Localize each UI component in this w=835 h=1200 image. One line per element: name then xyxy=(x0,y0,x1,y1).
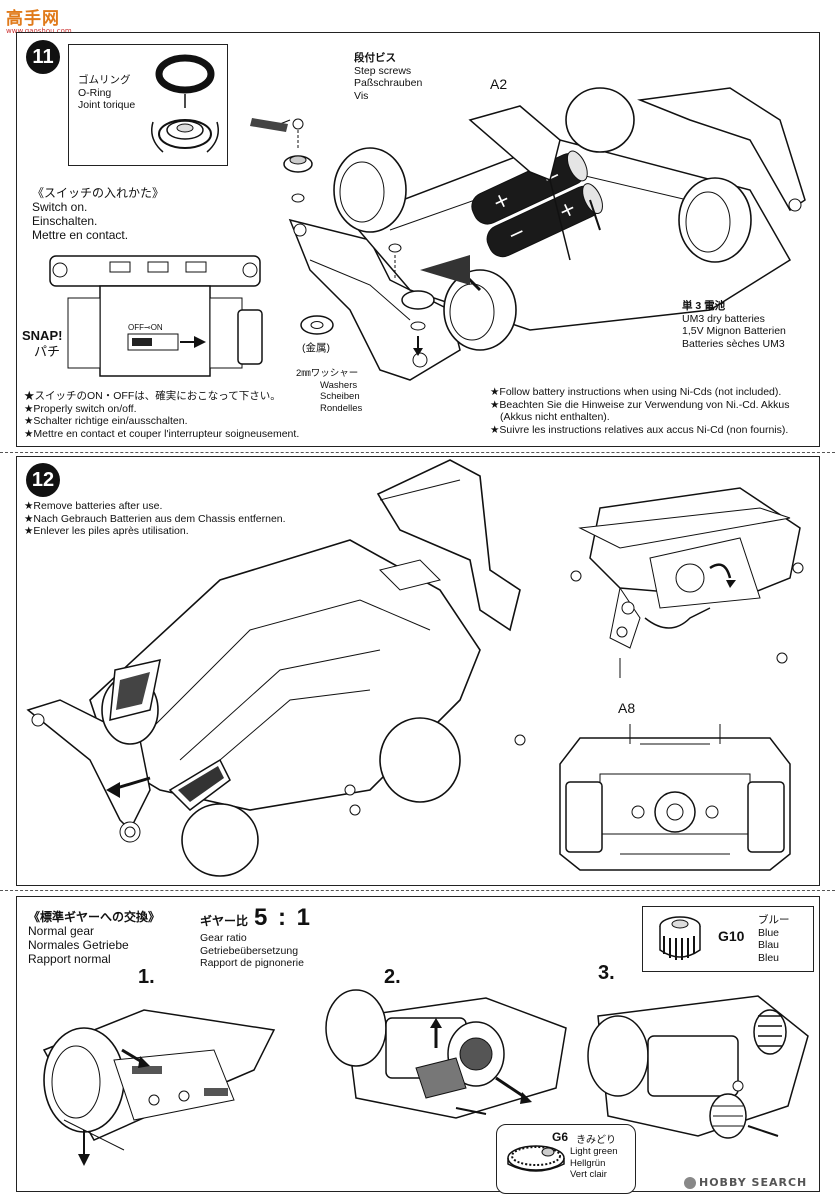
step-12-number: 12 xyxy=(26,463,60,497)
oring-label-jp: ゴムリング xyxy=(78,74,131,86)
gear-step-2-drawing xyxy=(325,989,567,1119)
hobby-search-watermark: HOBBY SEARCH xyxy=(684,1176,807,1189)
washers-en: Washers xyxy=(320,379,358,391)
g10-color-labels: ブルー Blue Blau Bleu xyxy=(758,914,790,964)
metal-label: (金属) xyxy=(302,342,330,354)
part-a8-label: A8 xyxy=(618,700,636,716)
underside-view-drawing xyxy=(559,724,791,871)
step-screws-de: Paßschrauben xyxy=(354,77,423,89)
part-a2-label: A2 xyxy=(490,76,508,92)
separator-1 xyxy=(0,452,835,453)
normal-gear-de: Normales Getriebe xyxy=(28,938,129,952)
g6-code: G6 xyxy=(552,1130,569,1144)
step-screws-jp: 段付ビス xyxy=(354,52,396,64)
site-logo-sub: www.gaoshou.com xyxy=(6,27,72,35)
normal-gear-en: Normal gear xyxy=(28,924,95,938)
g10-jp: ブルー xyxy=(758,914,790,926)
normal-gear-jp: 《標準ギヤーへの交換》 xyxy=(28,910,161,924)
gear-step-1: 1. xyxy=(138,966,155,988)
gear-step-3: 3. xyxy=(598,962,615,984)
g10-de: Blau xyxy=(758,939,780,951)
g10-inset-box xyxy=(642,906,814,972)
nicd-notes: ★Follow battery instructions when using … xyxy=(490,386,790,436)
normal-gear-fr: Rapport normal xyxy=(28,952,111,966)
g6-jp: きみどり xyxy=(576,1135,616,1146)
step-screws-label: 段付ビス Step screws Paßschrauben Vis xyxy=(354,52,422,102)
batteries-de: 1,5V Mignon Batterien xyxy=(682,325,786,337)
oring-label-en: O-Ring xyxy=(78,86,112,99)
g6-gear-icon xyxy=(507,1145,565,1172)
gear-ratio-value: 5 : 1 xyxy=(254,904,313,931)
remove-note-en: ★Remove batteries after use. xyxy=(24,500,163,512)
gear-step-1-drawing xyxy=(42,1009,276,1166)
switch-note-jp: ★スイッチのON・OFFは、確実におこなって下さい。 xyxy=(24,390,281,402)
oring-label: ゴムリング O-Ring Joint torique xyxy=(78,74,135,112)
g10-gear-icon xyxy=(659,916,701,960)
site-logo-text: 高手网 xyxy=(6,9,60,29)
nicd-note-fr: ★Suivre les instructions relatives aux a… xyxy=(490,423,789,436)
snap-label: SNAP! パチ xyxy=(22,328,62,360)
snap-jp: パチ xyxy=(34,344,61,359)
g10-code: G10 xyxy=(718,928,745,944)
remove-battery-notes: ★Remove batteries after use. ★Nach Gebra… xyxy=(24,500,286,538)
switch-off-on-label: OFF⊸ON xyxy=(128,323,163,332)
gear-step-2: 2. xyxy=(384,966,401,988)
rear-chassis-drawing xyxy=(570,487,804,678)
step-screws-en: Step screws xyxy=(354,64,412,77)
gear-ratio-de: Getriebeübersetzung xyxy=(200,944,299,957)
step-11-number: 11 xyxy=(26,40,60,74)
site-logo: 高手网 www.gaoshou.com xyxy=(6,4,76,38)
oring-label-fr: Joint torique xyxy=(78,99,136,111)
remove-note-de: ★Nach Gebrauch Batterien aus dem Chassis… xyxy=(24,512,286,525)
switch-title-jp: 《スイッチの入れかた》 xyxy=(32,186,165,200)
gear-step-3-drawing xyxy=(587,995,809,1139)
gear-ratio-lines: Gear ratio Getriebeübersetzung Rapport d… xyxy=(200,932,304,970)
nicd-note-de: ★Beachten Sie die Hinweise zur Verwendun… xyxy=(490,398,790,411)
normal-gear-title: 《標準ギヤーへの交換》 Normal gear Normales Getrieb… xyxy=(28,910,160,966)
batteries-label: 単 3 電池 UM3 dry batteries 1,5V Mignon Bat… xyxy=(682,300,786,350)
batteries-en: UM3 dry batteries xyxy=(682,312,765,325)
switch-note-en: ★Properly switch on/off. xyxy=(24,402,137,415)
g6-de: Hellgrün xyxy=(570,1157,606,1169)
switch-notes: ★スイッチのON・OFFは、確実におこなって下さい。 ★Properly swi… xyxy=(24,390,299,440)
switch-de: Einschalten. xyxy=(32,214,98,228)
switch-en: Switch on. xyxy=(32,200,88,214)
car-body-drawing xyxy=(26,459,526,877)
snap-en: SNAP! xyxy=(22,328,63,343)
washers-jp: 2㎜ワッシャー xyxy=(296,368,359,379)
gear-ratio-en: Gear ratio xyxy=(200,932,247,944)
switch-chassis-drawing xyxy=(49,255,263,377)
nicd-note-de-2: (Akkus nicht enthalten). xyxy=(500,411,610,423)
switch-fr: Mettre en contact. xyxy=(32,228,129,242)
hobby-search-text: HOBBY SEARCH xyxy=(699,1176,808,1189)
batteries-fr: Batteries sèches UM3 xyxy=(682,337,785,350)
g6-color-labels: Light green Hellgrün Vert clair xyxy=(570,1146,618,1181)
washers-de: Scheiben xyxy=(320,391,360,402)
g10-en: Blue xyxy=(758,926,780,939)
g10-fr: Bleu xyxy=(758,951,780,964)
separator-2 xyxy=(0,890,835,891)
hobby-search-logo-icon xyxy=(684,1176,696,1189)
oring-inset-box xyxy=(68,44,228,166)
gear-ratio-fr: Rapport de pignonerie xyxy=(200,957,304,969)
switch-note-fr: ★Mettre en contact et couper l'interrupt… xyxy=(24,427,300,440)
washers-label: 2㎜ワッシャー Washers Scheiben Rondelles xyxy=(296,368,362,414)
nicd-note-en: ★Follow battery instructions when using … xyxy=(490,386,782,398)
g6-fr: Vert clair xyxy=(570,1169,607,1180)
g6-en: Light green xyxy=(570,1146,618,1157)
washers-fr: Rondelles xyxy=(320,402,363,414)
washer-icon xyxy=(300,315,334,335)
switch-note-de: ★Schalter richtige ein/ausschalten. xyxy=(24,415,188,427)
gear-ratio-jp: ギヤー比 xyxy=(200,914,249,928)
remove-note-fr: ★Enlever les piles après utilisation. xyxy=(24,525,189,537)
oring-illustration xyxy=(151,54,219,153)
switch-instructions: 《スイッチの入れかた》 Switch on. Einschalten. Mett… xyxy=(32,186,164,242)
chassis-battery-drawing: + − − + xyxy=(250,87,806,381)
batteries-jp: 単 3 電池 xyxy=(682,300,726,312)
step-screws-fr: Vis xyxy=(354,89,369,102)
